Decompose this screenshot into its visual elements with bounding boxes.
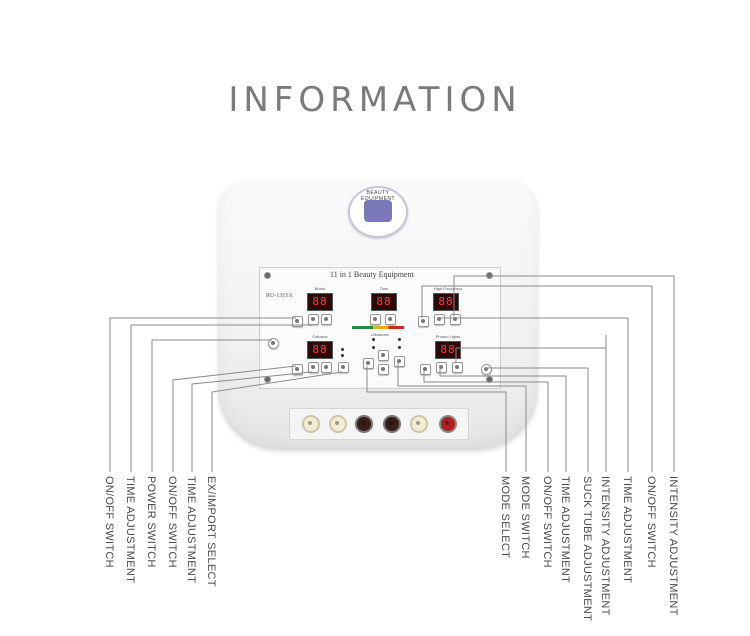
label-intensity-adjustment: INTENSITY ADJUSTMENT	[667, 476, 679, 616]
leader-line	[453, 275, 675, 472]
output-port[interactable]	[439, 415, 457, 433]
output-port[interactable]	[329, 415, 347, 433]
leader-line	[438, 317, 629, 472]
suck-tube-adjust-knob[interactable]	[481, 364, 492, 375]
leader-line	[130, 324, 312, 472]
display-label-galvanic: Galvanic	[312, 334, 328, 339]
display-label-brush: Brush	[314, 286, 326, 291]
label-suck-tube-adjustment: SUCK TUBE ADJUSTMENT	[581, 476, 593, 622]
output-port[interactable]	[302, 415, 320, 433]
label-time-adjustment: TIME ADJUSTMENT	[185, 476, 197, 584]
photon-intensity-button[interactable]	[452, 362, 463, 373]
label-ex-import-select: EX/IMPORT SELECT	[205, 476, 217, 587]
screw-icon	[264, 272, 271, 279]
label-time-adjustment: TIME ADJUSTMENT	[124, 476, 136, 584]
high-frequency-time-button[interactable]	[434, 314, 445, 325]
leader-line	[366, 366, 507, 472]
indicator-dot	[372, 346, 375, 349]
ex-import-select-button[interactable]	[338, 362, 349, 373]
indicator-dot	[341, 348, 344, 351]
power-switch-button[interactable]	[268, 338, 279, 349]
leader-line	[421, 285, 653, 472]
brush-on-off-button[interactable]	[292, 316, 303, 327]
logo-text: BEAUTY EQUIPMENT	[360, 190, 396, 202]
brush-time-button[interactable]	[308, 314, 319, 325]
time-down-button[interactable]	[370, 314, 381, 325]
output-port[interactable]	[355, 415, 373, 433]
indicator-dot	[372, 338, 375, 341]
display-high-frequency: 88	[433, 293, 459, 311]
galvanic-on-off-button[interactable]	[292, 364, 303, 375]
leader-line	[109, 317, 296, 472]
time-up-button[interactable]	[385, 314, 396, 325]
display-photon: 88	[435, 341, 461, 359]
leader-line	[455, 335, 607, 472]
high-frequency-on-off-button[interactable]	[418, 316, 429, 327]
leader-line	[485, 367, 589, 472]
ultrasonic-mode-select-button[interactable]	[363, 358, 374, 369]
leader-line	[439, 366, 567, 472]
galvanic-time-up-button[interactable]	[321, 362, 332, 373]
model-number: RU-1315A	[266, 293, 293, 299]
leader-line	[397, 362, 527, 472]
label-on-off-switch: ON/OFF SWITCH	[541, 476, 553, 568]
display-label-photon: Photon Lights	[435, 334, 461, 339]
label-power-switch: POWER SWITCH	[145, 476, 157, 568]
label-time-adjustment: TIME ADJUSTMENT	[559, 476, 571, 584]
brand-logo: BEAUTY EQUIPMENT	[348, 186, 408, 238]
ultrasonic-mode-switch-button[interactable]	[394, 356, 405, 367]
label-time-adjustment: TIME ADJUSTMENT	[621, 476, 633, 584]
page-title: INFORMATION	[228, 80, 522, 120]
ultrasonic-up-button[interactable]	[378, 350, 389, 361]
output-port[interactable]	[383, 415, 401, 433]
level-indicator-bar	[352, 326, 404, 329]
photon-on-off-button[interactable]	[420, 364, 431, 375]
indicator-dot	[341, 354, 344, 357]
indicator-dot	[398, 338, 401, 341]
label-mode-select: MODE SELECT	[499, 476, 511, 559]
label-mode-switch: MODE SWITCH	[519, 476, 531, 559]
display-label-time: Time	[379, 286, 389, 291]
logo-emblem-icon	[364, 200, 392, 222]
galvanic-time-button[interactable]	[308, 362, 319, 373]
label-intensity-adjustment: INTENSITY ADJUSTMENT	[599, 476, 611, 616]
display-label-ultrasonic: Ultrasonic	[371, 332, 389, 337]
display-label-high-frequency: High Frequency	[433, 286, 463, 291]
brush-time-up-button[interactable]	[321, 314, 332, 325]
label-on-off-switch: ON/OFF SWITCH	[645, 476, 657, 568]
label-on-off-switch: ON/OFF SWITCH	[166, 476, 178, 568]
leader-line	[423, 370, 549, 472]
indicator-dot	[398, 346, 401, 349]
leader-line	[191, 371, 313, 472]
leader-line	[172, 365, 297, 472]
display-galvanic: 88	[307, 341, 333, 359]
panel-title: 11 in 1 Beauty Equipment	[330, 270, 414, 279]
leader-line	[151, 339, 272, 472]
display-brush: 88	[307, 293, 333, 311]
label-on-off-switch: ON/OFF SWITCH	[103, 476, 115, 568]
high-frequency-intensity-button[interactable]	[450, 314, 461, 325]
ultrasonic-down-button[interactable]	[378, 364, 389, 375]
display-time: 88	[371, 293, 397, 311]
leader-line	[211, 371, 343, 472]
output-port[interactable]	[410, 415, 428, 433]
photon-time-button[interactable]	[436, 362, 447, 373]
